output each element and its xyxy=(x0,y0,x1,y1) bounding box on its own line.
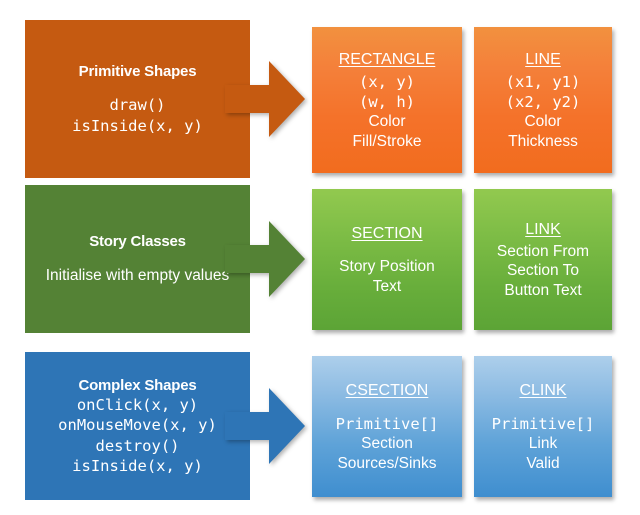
panel-description: Initialise with empty values xyxy=(45,266,230,284)
card-field: Color xyxy=(368,113,406,131)
panel-method-line: isInside(x, y) xyxy=(72,457,203,476)
card-field: Thickness xyxy=(508,132,578,150)
card-field: Text xyxy=(372,277,402,295)
card-field: Primitive[] xyxy=(491,414,595,433)
panel-method-line: draw() xyxy=(109,96,166,115)
card-section: SECTION Story Position Text xyxy=(312,189,462,330)
card-field: Primitive[] xyxy=(335,414,439,433)
panel-story-classes: Story Classes Initialise with empty valu… xyxy=(25,185,250,333)
card-clink: CLINK Primitive[] Link Valid xyxy=(474,356,612,497)
card-field: Section From xyxy=(496,242,590,260)
card-title: CSECTION xyxy=(345,382,429,400)
card-title: SECTION xyxy=(351,225,423,243)
panel-primitive-shapes: Primitive Shapes draw() isInside(x, y) xyxy=(25,20,250,178)
card-field: Sources/Sinks xyxy=(337,454,437,472)
card-line: LINE (x1, y1) (x2, y2) Color Thickness xyxy=(474,27,612,173)
card-field: Color xyxy=(524,113,562,131)
panel-complex-shapes: Complex Shapes onClick(x, y) onMouseMove… xyxy=(25,352,250,500)
flow-arrow-right-icon xyxy=(225,386,305,466)
card-field: (x2, y2) xyxy=(505,92,581,111)
panel-heading: Story Classes xyxy=(89,233,186,251)
card-field: Story Position xyxy=(339,257,435,275)
card-title: LINK xyxy=(525,221,561,238)
card-field: Valid xyxy=(526,454,560,472)
flow-arrow-right-icon xyxy=(225,219,305,299)
card-csection: CSECTION Primitive[] Section Sources/Sin… xyxy=(312,356,462,497)
card-field: Fill/Stroke xyxy=(352,132,422,150)
card-field: Button Text xyxy=(504,282,582,300)
diagram-row-complex-shapes: Complex Shapes onClick(x, y) onMouseMove… xyxy=(0,352,640,500)
card-title: CLINK xyxy=(519,382,567,400)
card-field: Link xyxy=(528,435,558,452)
panel-method-line: onClick(x, y) xyxy=(76,395,199,414)
card-link: LINK Section From Section To Button Text xyxy=(474,189,612,330)
card-field: Section To xyxy=(506,262,580,280)
panel-method-line: isInside(x, y) xyxy=(72,116,203,135)
diagram-row-primitive-shapes: Primitive Shapes draw() isInside(x, y) R… xyxy=(0,20,640,178)
card-title: LINE xyxy=(525,51,561,69)
panel-heading: Primitive Shapes xyxy=(78,62,197,80)
flow-arrow-right-icon xyxy=(225,59,305,139)
diagram-row-story-classes: Story Classes Initialise with empty valu… xyxy=(0,185,640,333)
panel-method-line: destroy() xyxy=(95,436,180,455)
panel-heading: Complex Shapes xyxy=(78,376,197,394)
card-field: (x1, y1) xyxy=(505,72,581,91)
card-field: Section xyxy=(361,435,413,452)
card-field: (w, h) xyxy=(359,92,415,111)
card-field: (x, y) xyxy=(359,72,415,91)
card-title: RECTANGLE xyxy=(338,51,436,69)
card-rectangle: RECTANGLE (x, y) (w, h) Color Fill/Strok… xyxy=(312,27,462,173)
panel-method-line: onMouseMove(x, y) xyxy=(58,416,217,435)
